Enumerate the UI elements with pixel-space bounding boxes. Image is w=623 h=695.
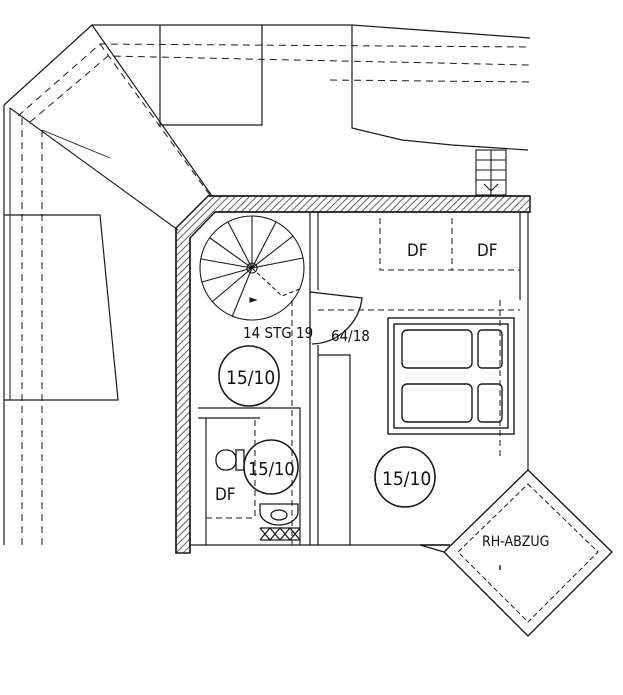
room-stamp-right: [374, 446, 436, 508]
roof-ladder: [475, 149, 507, 196]
room-stamps: [218, 345, 436, 508]
bath-fixtures: [215, 449, 301, 542]
label-stair-spec-tail: 64/18: [331, 327, 370, 345]
chimney-shaft: [419, 469, 613, 637]
label-df-top-left: DF: [407, 241, 428, 261]
label-stair-spec: 14 STG 19: [243, 324, 313, 342]
room-stamp-bath: [243, 439, 299, 495]
plan-labels: DF DF DF 14 STG 19 64/18 15/10 15/10 15/…: [215, 241, 549, 550]
interior-walls: [190, 212, 529, 546]
room-stamp-left: [218, 345, 280, 407]
label-room-left: 15/10: [226, 367, 275, 389]
label-chimney: RH-ABZUG: [482, 534, 549, 550]
double-bed: [387, 317, 515, 435]
label-df-top-right: DF: [477, 241, 498, 261]
wall-lines: [175, 195, 530, 553]
roof-outline: [3, 24, 531, 545]
label-room-right: 15/10: [382, 468, 431, 490]
label-room-bath: 15/10: [248, 459, 295, 480]
spiral-staircase: [199, 215, 305, 321]
door-swing: [309, 290, 363, 345]
label-df-bath: DF: [215, 485, 236, 505]
